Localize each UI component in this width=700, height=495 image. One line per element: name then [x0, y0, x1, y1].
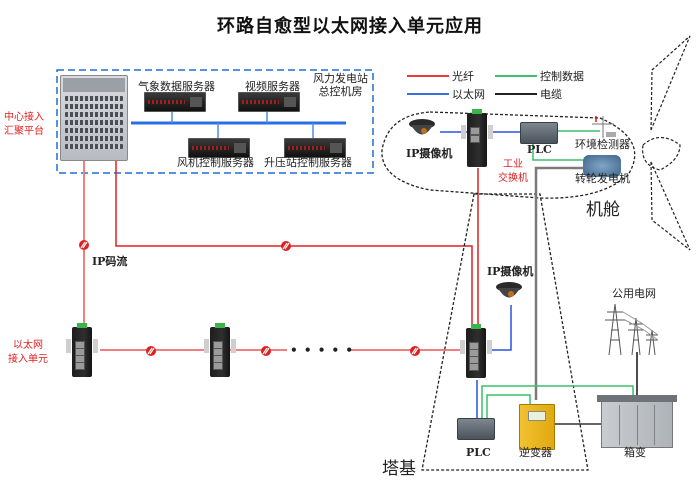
nacelle-label: 机舱 [586, 200, 620, 220]
inverter-label: 逆变器 [519, 446, 552, 459]
legend-label: 电缆 [540, 88, 562, 101]
aggregation-switch-chassis [60, 75, 128, 161]
substation-control-server [284, 138, 346, 158]
power-grid-pylons-icon [605, 303, 659, 355]
industrial-switch-label-line1: 工业 [503, 159, 523, 170]
industrial-switch-label-line2: 交换机 [498, 173, 528, 184]
legend-label: 光纤 [452, 70, 474, 83]
aggregation-label-line1: 中心接入 [4, 112, 44, 123]
access-unit-label-line2: 接入单元 [8, 354, 48, 365]
control-room-boundary [56, 69, 374, 174]
legend-item-ethernet: 以太网 [407, 86, 485, 102]
server-label-video: 视频服务器 [245, 80, 300, 93]
nacelle-outline [381, 111, 636, 199]
control-room-label-line1: 风力发电站 [313, 72, 368, 85]
fiber-ring-top [115, 158, 473, 330]
fiber-marker-icon [78, 239, 90, 251]
aggregation-label-line2: 汇聚平台 [4, 126, 44, 137]
fiber-marker-icon [145, 345, 157, 357]
rotor-blade-lower [650, 161, 691, 251]
inverter [519, 404, 555, 450]
legend-label: 控制数据 [540, 70, 584, 83]
legend-item-control: 控制数据 [495, 68, 584, 84]
page-title: 环路自愈型以太网接入单元应用 [217, 16, 483, 37]
industrial-switch-label: 工业 交换机 [498, 158, 528, 186]
nacelle-camera-label: IP摄像机 [406, 147, 453, 160]
video-server [238, 92, 300, 112]
aggregation-label: 中心接入 汇聚平台 [4, 111, 44, 139]
rotor-blade-upper [650, 35, 691, 131]
generator-label: 转轮发电机 [575, 172, 630, 185]
ctrl-plc-boxsub [481, 385, 634, 418]
legend-swatch [495, 93, 537, 95]
legend-item-fiber: 光纤 [407, 68, 474, 84]
legend-swatch [407, 93, 449, 95]
eth-tower-cam [492, 305, 512, 351]
fiber-marker-icon [280, 240, 292, 252]
cable-gen-down [534, 166, 583, 400]
ctrl-plc-gen [532, 142, 583, 161]
access-unit-label-line1: 以太网 [13, 340, 43, 351]
nacelle-industrial-switch [461, 109, 493, 167]
ethernet-access-unit-2 [204, 323, 236, 377]
control-room-label-line2: 总控机房 [318, 85, 363, 98]
tower-industrial-switch [460, 324, 492, 378]
tower-ip-camera-icon [496, 282, 522, 298]
access-unit-label: 以太网 接入单元 [8, 339, 48, 367]
grid-label: 公用电网 [612, 287, 656, 300]
tower-outline [421, 193, 589, 471]
fiber-marker-icon [409, 345, 421, 357]
fiber-marker-icon [260, 345, 272, 357]
server-label-fan-control: 风机控制服务器 [177, 156, 254, 169]
environment-sensor-label: 环境检测器 [575, 138, 630, 151]
nacelle-plc-label: PLC [527, 143, 552, 156]
box-transformer [597, 395, 677, 448]
control-room-label: 风力发电站 总控机房 [313, 72, 368, 98]
ip-stream-label: IP码流 [92, 255, 128, 268]
box-transformer-label: 箱变 [624, 446, 646, 459]
legend-swatch [495, 75, 537, 77]
server-label-substation: 升压站控制服务器 [264, 156, 352, 169]
tower-base-label: 塔基 [382, 459, 416, 479]
tower-plc-label: PLC [466, 446, 491, 459]
ctrl-plc-inverter [486, 394, 531, 418]
environment-sensor-icon [592, 116, 616, 138]
legend-item-cable: 电缆 [495, 86, 562, 102]
ethernet-access-unit-1 [66, 323, 98, 377]
rotor-hub [642, 136, 681, 171]
legend-swatch [407, 75, 449, 77]
server-label-meteo: 气象数据服务器 [138, 80, 215, 93]
meteo-server [144, 92, 206, 112]
nacelle-plc [520, 122, 558, 144]
ring-ellipsis: • • • • • [290, 343, 355, 357]
fan-control-server [188, 138, 250, 158]
nacelle-ip-camera-icon [409, 119, 435, 135]
tower-plc [457, 418, 495, 440]
legend-label: 以太网 [452, 88, 485, 101]
tower-camera-label: IP摄像机 [487, 265, 534, 278]
generator [583, 155, 621, 177]
